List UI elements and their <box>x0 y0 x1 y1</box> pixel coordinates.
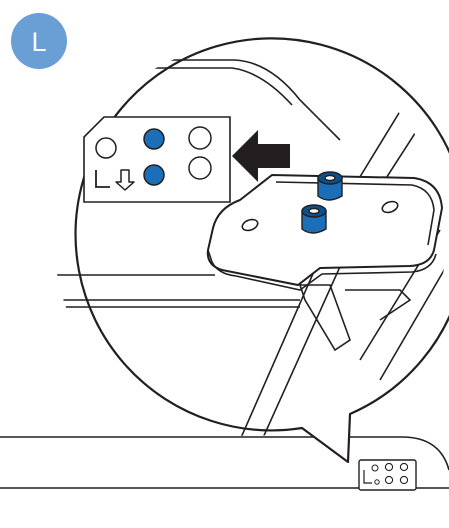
pin-upper <box>318 172 342 200</box>
step-letter: L <box>31 27 46 57</box>
step-badge: L <box>11 13 67 69</box>
mini-position-label <box>359 460 416 490</box>
label-hole-r1c2-filled <box>144 129 164 149</box>
label-hole-r1c1 <box>96 138 116 158</box>
pin-lower <box>302 205 326 233</box>
label-hole-r1c3 <box>189 127 211 149</box>
label-hole-r2c3 <box>189 157 211 179</box>
position-label-card <box>84 117 230 202</box>
label-hole-r2c2-filled <box>144 165 164 185</box>
